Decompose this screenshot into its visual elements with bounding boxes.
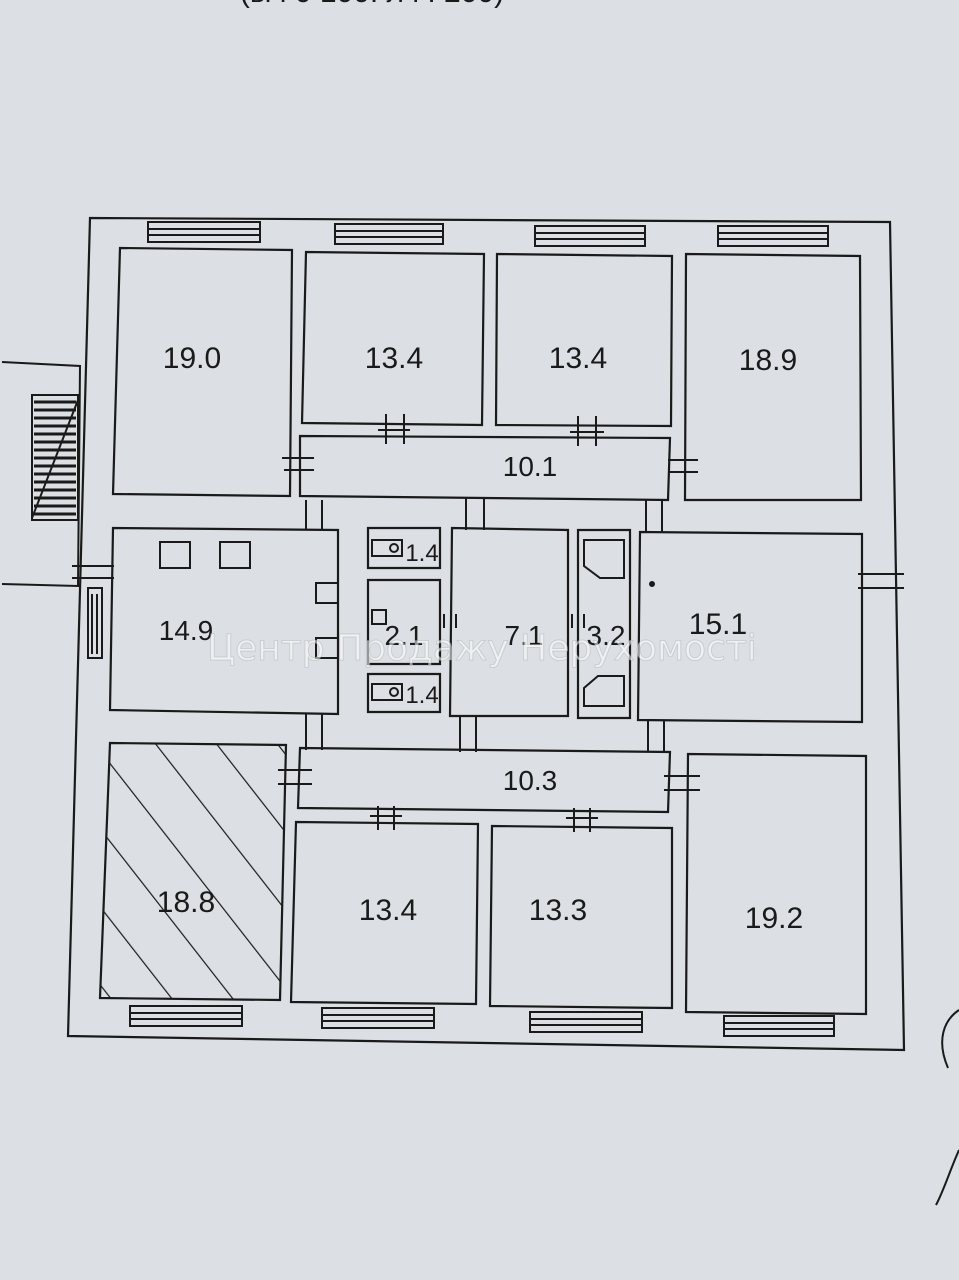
room-area-label: 13.4 xyxy=(549,342,607,375)
room-1-4-a xyxy=(366,526,442,570)
room-area-label: 1.4 xyxy=(405,682,438,709)
room-19-2 xyxy=(684,752,868,1016)
margin-marks xyxy=(935,1009,959,1206)
room-1-4-b xyxy=(366,672,442,714)
room-18-8 xyxy=(98,741,288,1002)
windows-bottom xyxy=(129,1005,835,1037)
room-area-label: 15.1 xyxy=(689,608,747,641)
stove-burner xyxy=(219,541,251,569)
bathtub-icon xyxy=(583,539,625,579)
room-area-label: 1.4 xyxy=(405,540,438,567)
heater xyxy=(315,582,339,604)
windows-top xyxy=(147,221,829,247)
room-area-label: 13.4 xyxy=(365,342,423,375)
room-3-2 xyxy=(576,528,632,720)
fixtures xyxy=(159,539,655,707)
watermark-text: Центр Продажу Нерухомості xyxy=(207,628,757,669)
room-area-label: 13.3 xyxy=(529,894,587,927)
doors xyxy=(72,414,904,832)
room-area-label: 18.8 xyxy=(157,886,215,919)
room-15-1 xyxy=(636,530,864,724)
room-area-label: 14.9 xyxy=(159,615,214,646)
toilet-icon xyxy=(371,683,403,701)
room-14-9 xyxy=(108,526,340,716)
room-19-0 xyxy=(111,246,294,498)
room-13-4-top xyxy=(300,250,486,427)
room-labels: 19.0 13.4 13.4 18.9 10.1 14.9 1.4 2.1 1.… xyxy=(157,342,803,935)
room-18-9 xyxy=(683,252,863,502)
toilet-icon xyxy=(371,539,403,557)
room-area-label: 2.1 xyxy=(385,620,424,651)
room-7-1 xyxy=(448,526,570,718)
outer-walls xyxy=(66,216,906,1052)
heater xyxy=(371,609,387,625)
room-13-4-top-b xyxy=(494,252,674,428)
room-13-3 xyxy=(488,824,674,1010)
stove-burner xyxy=(159,541,191,569)
room-area-label: 19.2 xyxy=(745,902,803,935)
rooms xyxy=(98,246,868,1016)
shower-icon xyxy=(583,675,625,707)
room-area-label: 3.2 xyxy=(587,620,626,651)
room-area-label: 7.1 xyxy=(505,620,544,651)
room-area-label: 18.9 xyxy=(739,344,797,377)
corridor-10-3 xyxy=(296,746,672,814)
room-13-4-bottom xyxy=(289,820,480,1006)
room-area-label: 10.1 xyxy=(503,451,558,482)
room-area-label: 19.0 xyxy=(163,342,221,375)
corridor-10-1 xyxy=(298,434,672,502)
heater xyxy=(315,637,339,659)
room-area-label: 13.4 xyxy=(359,894,417,927)
room-2-1 xyxy=(366,578,442,666)
exterior-stairs xyxy=(1,361,103,659)
room-area-label: 10.3 xyxy=(503,765,558,796)
header-text: (ы і 0 100. л і . 200) xyxy=(240,0,504,9)
